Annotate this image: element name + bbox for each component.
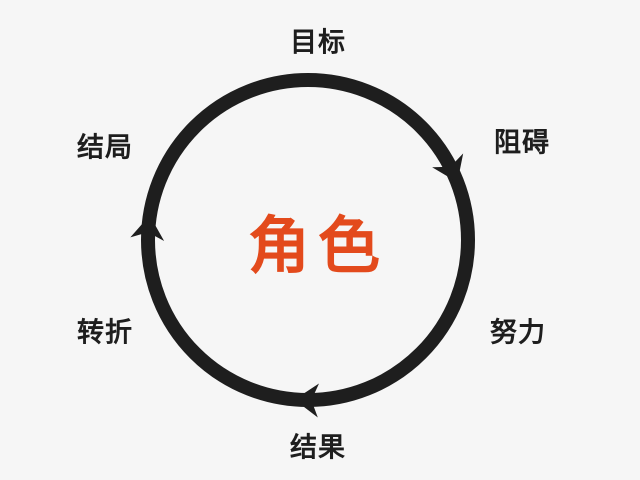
arrowhead-icon xyxy=(130,215,165,241)
center-label: 角色 xyxy=(247,209,389,282)
stage-label-turn: 转折 xyxy=(77,317,133,349)
arrowhead-icon xyxy=(432,153,464,183)
stage-label-ending: 结局 xyxy=(77,132,133,164)
stage-label-effort: 努力 xyxy=(490,317,546,349)
stage-label-goal: 目标 xyxy=(290,27,346,59)
arrowhead-icon xyxy=(294,383,319,418)
stage-label-obstacle: 阻碍 xyxy=(494,127,550,159)
stage-label-result: 结果 xyxy=(290,432,346,464)
